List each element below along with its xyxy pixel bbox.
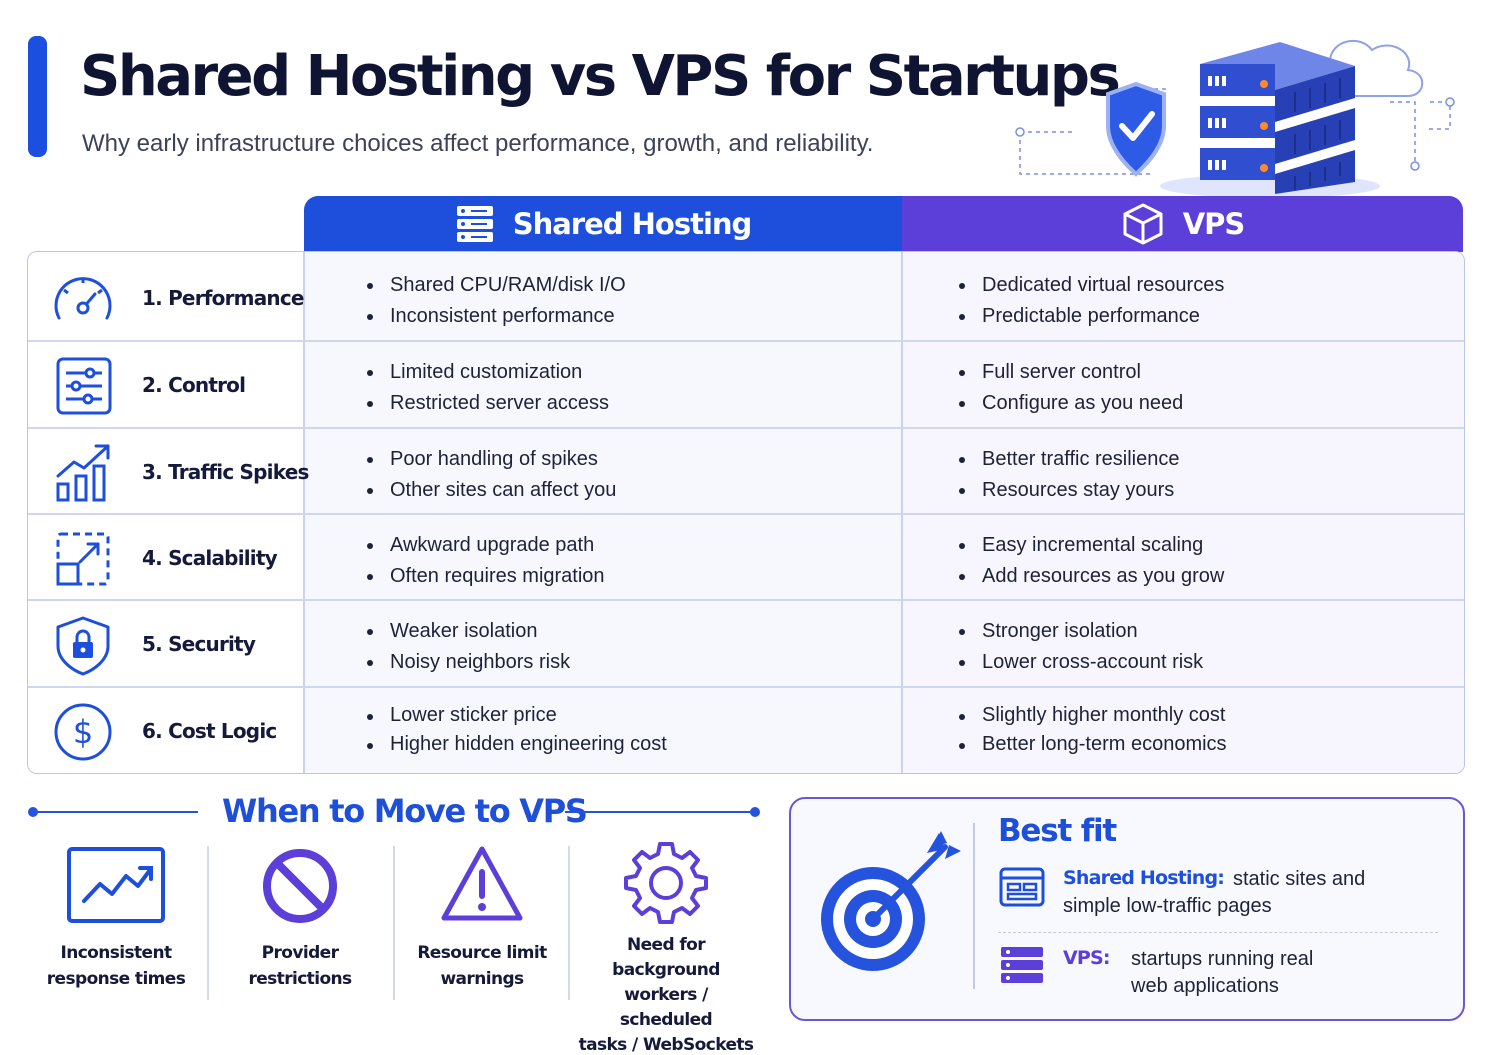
list-item: Other sites can affect you — [364, 475, 616, 506]
item-label-line: restrictions — [248, 969, 352, 989]
list-item: Shared CPU/RAM/disk I/O — [364, 270, 626, 301]
shield-lock-icon — [56, 616, 110, 676]
list-item: Often requires migration — [364, 561, 605, 592]
best-fit-shared-text: static sites and — [1233, 868, 1366, 890]
table-row: 2. Control Limited customization Restric… — [28, 341, 1464, 428]
item-label-line: tasks / WebSockets — [578, 1035, 754, 1055]
best-fit-vps-text: web applications — [1131, 975, 1279, 997]
list-item: Awkward upgrade path — [364, 530, 605, 561]
server-stack-icon — [456, 206, 493, 242]
section-rule — [33, 811, 198, 813]
table-row: 1. Performance Shared CPU/RAM/disk I/O I… — [28, 254, 1464, 341]
list-item: Restricted server access — [364, 388, 609, 419]
best-fit-panel: Best fit Shared Hosting: static sites an… — [789, 797, 1465, 1021]
vps-column-header: VPS — [902, 196, 1463, 252]
list-item: Resources stay yours — [956, 475, 1180, 506]
item-label-line: Inconsistent — [60, 943, 172, 963]
title-accent-bar — [28, 36, 47, 157]
list-item: Dedicated virtual resources — [956, 270, 1224, 301]
prohibited-icon — [263, 849, 337, 923]
browser-window-icon — [999, 867, 1045, 907]
list-item: Stronger isolation — [956, 616, 1203, 647]
list-item: Poor handling of spikes — [364, 444, 616, 475]
row-label-cost-logic: 6. Cost Logic — [142, 718, 277, 743]
row-label-scalability: 4. Scalability — [142, 545, 278, 570]
list-item: Provider restrictions — [210, 840, 390, 989]
list-item: Configure as you need — [956, 388, 1183, 419]
trend-chart-icon — [67, 847, 165, 923]
svg-text:$: $ — [73, 713, 93, 751]
best-fit-shared-key: Shared Hosting: — [1063, 867, 1225, 889]
list-item: Need for background workers / scheduled … — [576, 840, 756, 1055]
list-item: Better traffic resilience — [956, 444, 1180, 475]
item-label-line: response times — [46, 969, 186, 989]
list-item: Full server control — [956, 357, 1183, 388]
table-row: 4. Scalability Awkward upgrade path Ofte… — [28, 514, 1464, 601]
shared-hosting-column-label: Shared Hosting — [512, 207, 753, 241]
sliders-icon — [56, 357, 112, 415]
item-label-line: warnings — [440, 969, 524, 989]
best-fit-vps-text: startups running real — [1131, 948, 1314, 970]
list-item: Noisy neighbors risk — [364, 647, 570, 678]
list-item: Lower cross-account risk — [956, 647, 1203, 678]
list-item: Inconsistent response times — [26, 840, 206, 989]
target-icon — [821, 831, 961, 971]
best-fit-title: Best fit — [998, 813, 1117, 849]
row-label-security: 5. Security — [142, 631, 256, 656]
expand-icon — [56, 532, 110, 586]
list-item: Add resources as you grow — [956, 561, 1224, 592]
best-fit-vps-key: VPS: — [1063, 947, 1111, 969]
shared-hosting-column-header: Shared Hosting — [304, 196, 902, 252]
list-item: Higher hidden engineering cost — [364, 730, 667, 759]
item-label-line: Provider — [261, 943, 339, 963]
item-label-line: Resource limit — [417, 943, 547, 963]
item-label-line: workers / scheduled — [619, 985, 713, 1030]
list-item: Predictable performance — [956, 301, 1224, 332]
warning-icon — [441, 846, 523, 921]
server-stack-icon — [1001, 947, 1043, 983]
dollar-icon: $ — [54, 703, 112, 761]
growth-chart-icon — [56, 444, 110, 502]
when-to-move-title: When to Move to VPS — [222, 792, 588, 830]
cube-icon — [1123, 203, 1163, 245]
list-item: Limited customization — [364, 357, 609, 388]
vps-column-label: VPS — [1182, 207, 1246, 241]
server-shield-cloud-illustration — [1015, 40, 1455, 198]
table-row: 5. Security Weaker isolation Noisy neigh… — [28, 600, 1464, 687]
page-title: Shared Hosting vs VPS for Startups — [80, 44, 1121, 109]
row-label-traffic-spikes: 3. Traffic Spikes — [142, 459, 309, 484]
gear-icon — [624, 842, 708, 924]
table-row: 3. Traffic Spikes Poor handling of spike… — [28, 428, 1464, 515]
comparison-table: 1. Performance Shared CPU/RAM/disk I/O I… — [27, 251, 1465, 774]
best-fit-shared-text: simple low-traffic pages — [1063, 895, 1272, 917]
list-item: Resource limit warnings — [392, 840, 572, 989]
list-item: Easy incremental scaling — [956, 530, 1224, 561]
item-label-line: Need for background — [612, 935, 720, 980]
table-row: $ 6. Cost Logic Lower sticker price High… — [28, 687, 1464, 773]
row-label-control: 2. Control — [142, 372, 246, 397]
list-item: Weaker isolation — [364, 616, 570, 647]
list-item: Slightly higher monthly cost — [956, 701, 1227, 730]
section-rule — [565, 811, 755, 813]
list-item: Inconsistent performance — [364, 301, 626, 332]
row-label-performance: 1. Performance — [142, 285, 304, 310]
list-item: Lower sticker price — [364, 701, 667, 730]
section-rule-dot — [750, 807, 760, 817]
speedometer-icon — [54, 277, 112, 320]
page-subtitle: Why early infrastructure choices affect … — [82, 130, 874, 157]
list-item: Better long-term economics — [956, 730, 1227, 759]
